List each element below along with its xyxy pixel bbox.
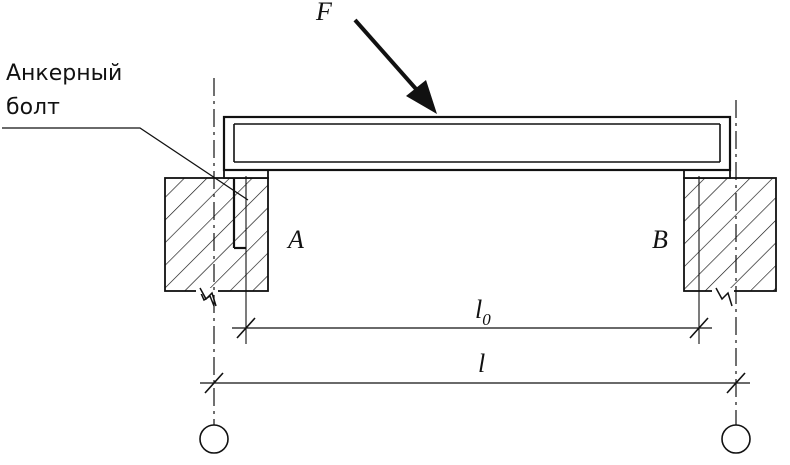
force-label: F <box>315 0 333 26</box>
anchor-label-line2: болт <box>6 95 60 120</box>
anchor-label-line1: Анкерный <box>6 61 122 86</box>
beam <box>222 115 732 172</box>
right-break-mark <box>715 287 733 307</box>
right-support <box>683 177 777 307</box>
anchor-leader-line <box>2 127 249 201</box>
right-axis-marker <box>721 424 751 454</box>
clear-span-base: l <box>475 295 482 324</box>
left-axis-marker <box>199 424 229 454</box>
right-bearing-plate <box>683 169 731 179</box>
force-arrow <box>353 18 437 114</box>
support-a-label: A <box>286 225 304 254</box>
clear-span-label: l0 <box>475 295 491 329</box>
dimension-clear-span <box>232 317 712 339</box>
support-b-label: B <box>652 225 668 254</box>
clear-span-subscript: 0 <box>482 310 491 329</box>
full-span-label: l <box>478 349 485 378</box>
dimension-full-span <box>200 372 750 394</box>
